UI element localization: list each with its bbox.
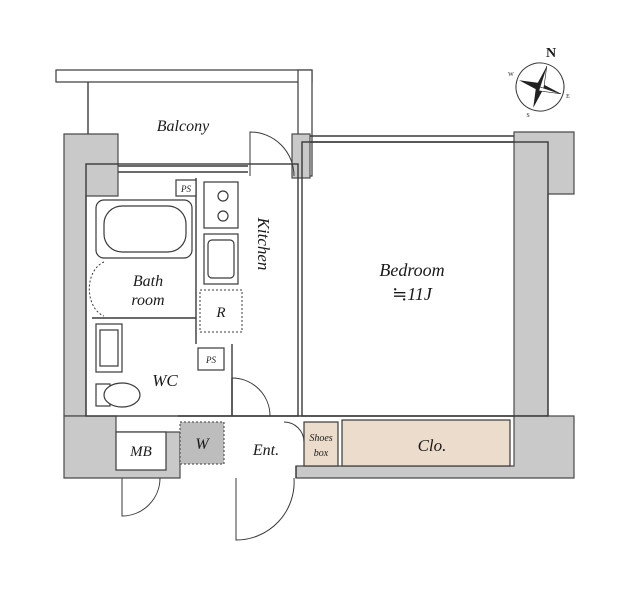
pillar-center [291,133,311,179]
compass-rose [515,62,565,112]
compass-south-label: S [526,113,529,119]
column-left-upper [63,133,119,417]
closet-label: Clo. [418,436,447,455]
balcony-railing-top [55,69,313,83]
mb-door-swing [121,477,161,517]
compass-north-label: N [546,46,556,61]
balcony-window [118,165,248,173]
shoes-door-swing [283,421,305,443]
doors [121,131,305,541]
toilet-bowl [103,382,141,408]
shoes-label-line2: box [314,448,329,459]
shoes-box [303,421,339,467]
bedroom-label: Bedroom [379,260,444,280]
burner-1 [217,190,229,202]
fixtures [88,179,511,471]
room-labels: Balcony Kitchen Bath room WC Bedroom ≒11… [129,118,446,460]
wc-label: WC [152,371,178,390]
balcony-door-swing [249,131,295,177]
burner-2 [217,210,229,222]
bedroom-size-label: ≒11J [392,284,433,304]
meter-box-label: MB [129,444,152,460]
meter-box [115,431,167,471]
entrance-label: Ent. [252,442,279,459]
washer-space [180,422,224,464]
bathtub-basin [103,205,187,253]
wc-door-swing [231,377,271,417]
kitchen-sink-basin [207,239,235,279]
shoes-label-line1: Shoes [309,433,332,444]
bath-label-line1: Bath [133,273,163,290]
pipe-space-top-label: PS [180,184,191,194]
bath-label-line2: room [131,292,164,309]
entrance-door-swing [235,477,295,541]
pipe-space-wc-label: PS [205,355,216,365]
pipe-space-wc [197,347,225,371]
pipe-space-top [175,179,197,197]
balcony-label: Balcony [157,118,210,135]
washer-label: W [195,436,210,453]
compass-east-label: E [566,94,570,100]
wash-basin-bowl [99,329,119,367]
bath-door [88,261,105,317]
refrigerator-label: R [215,305,225,321]
refrigerator-space [199,289,243,333]
compass-west-label: W [508,72,514,78]
kitchen-label: Kitchen [254,217,273,271]
column-right-upper [513,131,575,417]
closet [341,419,511,467]
